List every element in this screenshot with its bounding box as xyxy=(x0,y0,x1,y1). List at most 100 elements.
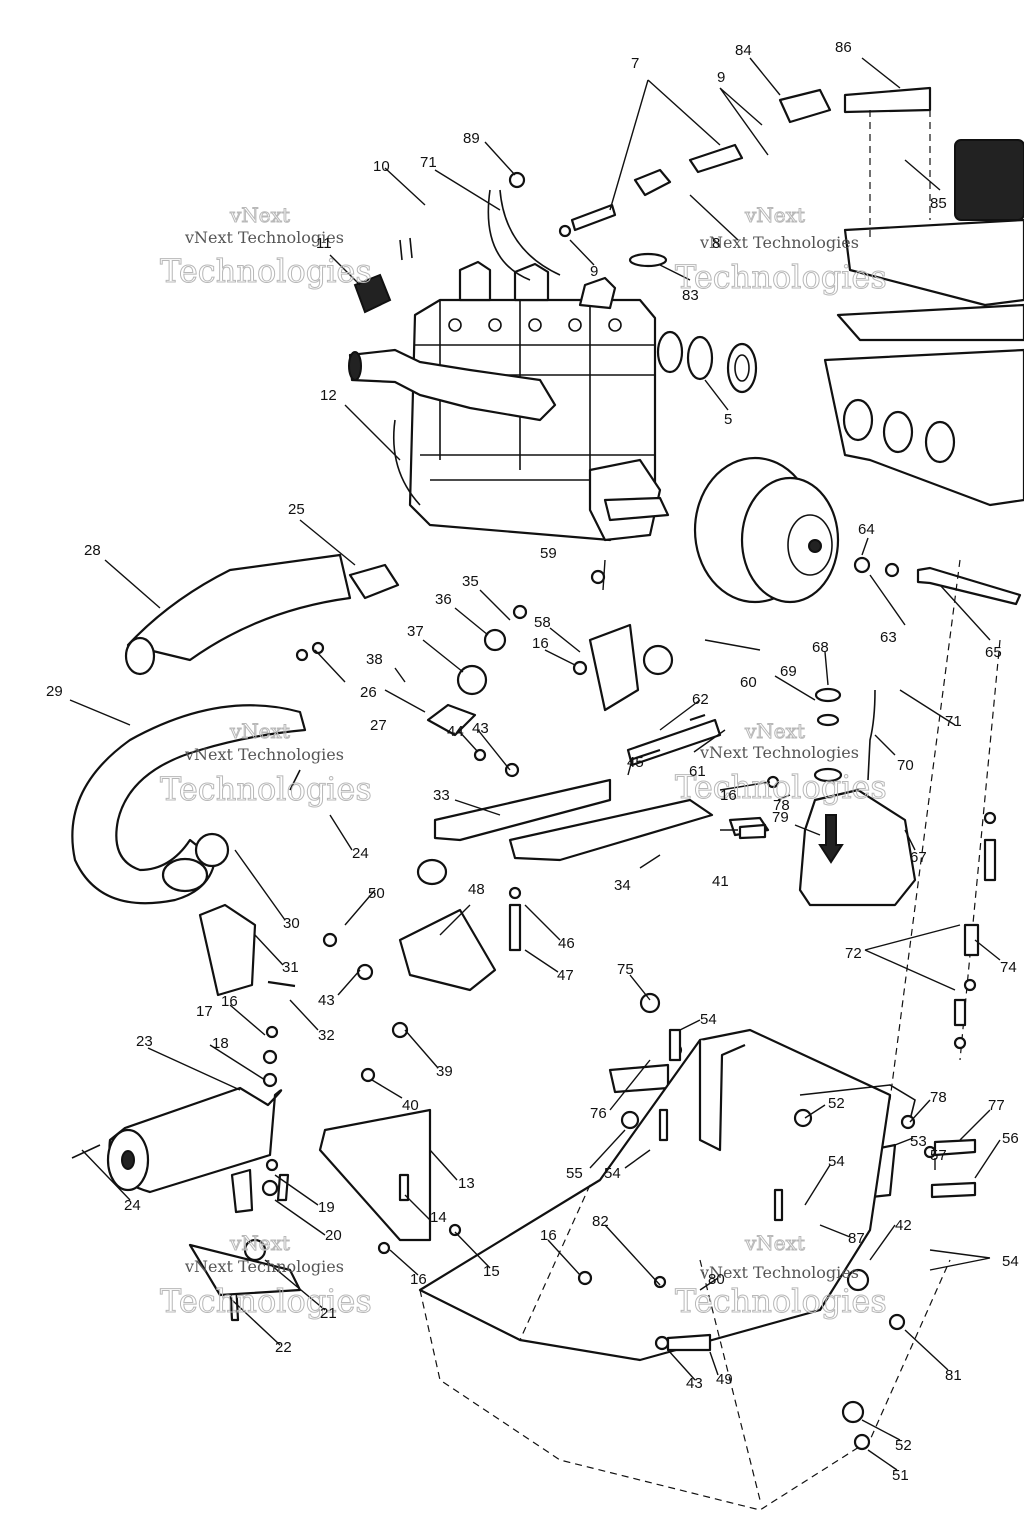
drive-clutch xyxy=(693,456,1022,606)
callout-16: 16 xyxy=(540,1227,557,1244)
watermark-line-3: Technologies xyxy=(675,1282,887,1320)
callout-25: 25 xyxy=(288,501,305,518)
callout-40: 40 xyxy=(402,1097,419,1114)
callout-20: 20 xyxy=(325,1227,342,1244)
callout-10: 10 xyxy=(373,158,390,175)
callout-61: 61 xyxy=(689,763,706,780)
watermark-top-right: vNext vNext Technologies Technologies xyxy=(675,203,888,297)
watermark-middle: vNext vNext Technologies Technologies xyxy=(160,719,373,809)
callout-35: 35 xyxy=(462,573,479,590)
callout-5: 5 xyxy=(724,411,732,428)
callout-19: 19 xyxy=(318,1199,335,1216)
watermark-line-2: vNext Technologies xyxy=(699,233,859,252)
callout-22: 22 xyxy=(275,1339,292,1356)
callout-44: 44 xyxy=(447,723,464,740)
callout-32: 32 xyxy=(318,1027,335,1044)
watermark-line-3: Technologies xyxy=(160,1282,372,1320)
callout-49: 49 xyxy=(716,1371,733,1388)
leader-lines xyxy=(69,57,1001,1471)
callout-83: 83 xyxy=(682,287,699,304)
watermark-line-3: Technologies xyxy=(675,258,887,296)
callout-55: 55 xyxy=(566,1165,583,1182)
callout-82: 82 xyxy=(592,1213,609,1230)
callout-68: 68 xyxy=(812,639,829,656)
watermark-line-2: vNext Technologies xyxy=(184,228,344,247)
callout-16: 16 xyxy=(532,635,549,652)
callout-71: 71 xyxy=(945,713,962,730)
callout-54: 54 xyxy=(700,1011,717,1028)
callout-30: 30 xyxy=(283,915,300,932)
callout-39: 39 xyxy=(436,1063,453,1080)
callout-70: 70 xyxy=(897,757,914,774)
callout-27: 27 xyxy=(370,717,387,734)
callout-69: 69 xyxy=(780,663,797,680)
callout-16: 16 xyxy=(720,787,737,804)
callout-74: 74 xyxy=(1000,959,1017,976)
callout-53: 53 xyxy=(910,1133,927,1150)
callout-81: 81 xyxy=(945,1367,962,1384)
callout-11: 11 xyxy=(316,235,332,252)
watermark-line-2: vNext Technologies xyxy=(699,1263,859,1282)
watermark-line-1: vNext xyxy=(744,1231,805,1255)
callout-85: 85 xyxy=(930,195,947,212)
callout-24: 24 xyxy=(124,1197,141,1214)
callout-71: 71 xyxy=(420,154,437,171)
callout-43: 43 xyxy=(686,1375,703,1392)
callout-15: 15 xyxy=(483,1263,500,1280)
callout-26: 26 xyxy=(360,684,377,701)
callout-52: 52 xyxy=(895,1437,912,1454)
callout-17: 17 xyxy=(196,1003,213,1020)
exhaust-system xyxy=(71,553,400,1214)
callout-36: 36 xyxy=(435,591,452,608)
callout-64: 64 xyxy=(858,521,875,538)
callout-76: 76 xyxy=(590,1105,607,1122)
callout-51: 51 xyxy=(892,1467,909,1484)
watermark-line-3: Technologies xyxy=(160,252,372,290)
callout-9: 9 xyxy=(717,69,725,86)
oil-tank xyxy=(798,687,917,907)
callout-56: 56 xyxy=(1002,1130,1019,1147)
callout-62: 62 xyxy=(692,691,709,708)
engine-mounts xyxy=(398,623,770,992)
watermark-line-1: vNext xyxy=(744,719,805,743)
callout-18: 18 xyxy=(212,1035,229,1052)
callout-47: 47 xyxy=(557,967,574,984)
callout-48: 48 xyxy=(468,881,485,898)
callout-9: 9 xyxy=(590,263,598,280)
callout-67: 67 xyxy=(910,849,927,866)
engine-block xyxy=(348,260,670,542)
callout-43: 43 xyxy=(318,992,335,1009)
callout-59: 59 xyxy=(540,545,557,562)
callout-21: 21 xyxy=(320,1305,337,1322)
watermark-top: vNext vNext Technologies Technologies xyxy=(160,203,373,291)
callout-7: 7 xyxy=(631,55,639,72)
callout-52: 52 xyxy=(828,1095,845,1112)
callout-78: 78 xyxy=(773,797,790,814)
callout-31: 31 xyxy=(282,959,299,976)
watermark-bottom-right: vNext vNext Technologies Technologies xyxy=(675,1231,888,1321)
intake-boots xyxy=(656,330,758,394)
watermark-bottom: vNext vNext Technologies Technologies xyxy=(160,1231,373,1321)
callout-79: 79 xyxy=(772,809,789,826)
watermark-middle-right: vNext vNext Technologies Technologies xyxy=(675,719,888,807)
watermark-line-1: vNext xyxy=(229,719,290,743)
watermark-line-1: vNext xyxy=(229,203,290,227)
watermark-line-1: vNext xyxy=(229,1231,290,1255)
callout-28: 28 xyxy=(84,542,101,559)
callout-72: 72 xyxy=(845,945,862,962)
callout-38: 38 xyxy=(366,651,383,668)
callout-84: 84 xyxy=(735,42,752,59)
callout-87: 87 xyxy=(848,1230,865,1247)
callout-65: 65 xyxy=(985,644,1002,661)
watermark-line-2: vNext Technologies xyxy=(184,745,344,764)
callout-37: 37 xyxy=(407,623,424,640)
callout-77: 77 xyxy=(988,1097,1005,1114)
callout-24: 24 xyxy=(352,845,369,862)
callout-57: 57 xyxy=(930,1147,947,1164)
callout-41: 41 xyxy=(712,873,729,890)
watermark-group: vNext vNext Technologies Technologies vN… xyxy=(160,203,888,1321)
callout-45: 45 xyxy=(627,754,644,771)
callout-58: 58 xyxy=(534,614,551,631)
callout-54: 54 xyxy=(604,1165,621,1182)
